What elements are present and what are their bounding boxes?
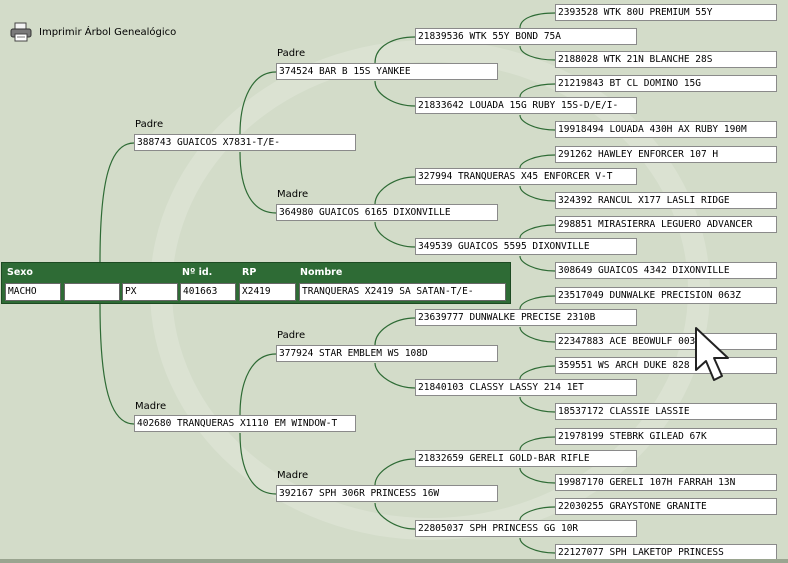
subject-panel: Sexo Nº id. RP Nombre MACHO PX 401663 X2…	[1, 262, 511, 304]
gen3-box[interactable]: 349539 GUAICOS 5595 DIXONVILLE	[415, 238, 637, 255]
maternal-granddam-box[interactable]: 392167 SPH 306R PRINCESS 16W	[276, 485, 498, 502]
gen4-box[interactable]: 22030255 GRAYSTONE GRANITE	[555, 498, 777, 515]
mouse-cursor-icon	[695, 327, 729, 381]
dam-box[interactable]: 402680 TRANQUERAS X1110 EM WINDOW-T	[134, 415, 356, 432]
gen3-box[interactable]: 21833642 LOUADA 15G RUBY 15S-D/E/I-	[415, 97, 637, 114]
gen3-box[interactable]: 21839536 WTK 55Y BOND 75A	[415, 28, 637, 45]
gen4-box[interactable]: 359551 WS ARCH DUKE 828	[555, 357, 777, 374]
sexo-field[interactable]: MACHO	[5, 283, 61, 301]
gen4-box[interactable]: 298851 MIRASIERRA LEGUERO ADVANCER	[555, 216, 777, 233]
label-madre: Madre	[277, 189, 309, 200]
sire-box[interactable]: 388743 GUAICOS X7831-T/E-	[134, 134, 356, 151]
gen3-box[interactable]: 22805037 SPH PRINCESS GG 10R	[415, 520, 637, 537]
print-tree-label: Imprimir Árbol Genealógico	[39, 26, 177, 38]
header-nro: Nº id.	[182, 267, 213, 278]
paternal-granddam-box[interactable]: 364980 GUAICOS 6165 DIXONVILLE	[276, 204, 498, 221]
printer-icon	[10, 22, 32, 42]
gen4-box[interactable]: 2188028 WTK 21N BLANCHE 28S	[555, 51, 777, 68]
breed-field[interactable]: PX	[122, 283, 178, 301]
rp-field[interactable]: X2419	[239, 283, 296, 301]
gen4-box[interactable]: 21219843 BT CL DOMINO 15G	[555, 75, 777, 92]
gen3-box[interactable]: 21840103 CLASSY LASSY 214 1ET	[415, 379, 637, 396]
gen4-box[interactable]: 324392 RANCUL X177 LASLI RIDGE	[555, 192, 777, 209]
print-tree-button[interactable]: Imprimir Árbol Genealógico	[10, 22, 176, 42]
header-sexo: Sexo	[7, 267, 33, 278]
maternal-grandsire-box[interactable]: 377924 STAR EMBLEM WS 108D	[276, 345, 498, 362]
header-nombre: Nombre	[300, 267, 343, 278]
label-madre: Madre	[135, 401, 167, 412]
gen4-box[interactable]: 23517049 DUNWALKE PRECISION 063Z	[555, 287, 777, 304]
label-madre: Madre	[277, 470, 309, 481]
gen4-box[interactable]: 19987170 GERELI 107H FARRAH 13N	[555, 474, 777, 491]
gen4-box[interactable]: 291262 HAWLEY ENFORCER 107 H	[555, 146, 777, 163]
bottom-border	[0, 559, 788, 563]
label-padre: Padre	[277, 330, 306, 341]
paternal-grandsire-box[interactable]: 374524 BAR B 15S YANKEE	[276, 63, 498, 80]
nro-field[interactable]: 401663	[180, 283, 236, 301]
gen4-box[interactable]: 18537172 CLASSIE LASSIE	[555, 403, 777, 420]
gen3-box[interactable]: 327994 TRANQUERAS X45 ENFORCER V-T	[415, 168, 637, 185]
gen4-box[interactable]: 2393528 WTK 80U PREMIUM 55Y	[555, 4, 777, 21]
gen3-box[interactable]: 23639777 DUNWALKE PRECISE 2310B	[415, 309, 637, 326]
gen4-box[interactable]: 308649 GUAICOS 4342 DIXONVILLE	[555, 262, 777, 279]
header-rp: RP	[242, 267, 257, 278]
nombre-field[interactable]: TRANQUERAS X2419 SA SATAN-T/E-	[299, 283, 506, 301]
gen3-box[interactable]: 21832659 GERELI GOLD-BAR RIFLE	[415, 450, 637, 467]
label-padre: Padre	[135, 119, 164, 130]
blank-field[interactable]	[64, 283, 120, 301]
gen4-box[interactable]: 22347883 ACE BEOWULF 003N	[555, 333, 777, 350]
label-padre: Padre	[277, 48, 306, 59]
gen4-box[interactable]: 19918494 LOUADA 430H AX RUBY 190M	[555, 121, 777, 138]
gen4-box[interactable]: 21978199 STEBRK GILEAD 67K	[555, 428, 777, 445]
